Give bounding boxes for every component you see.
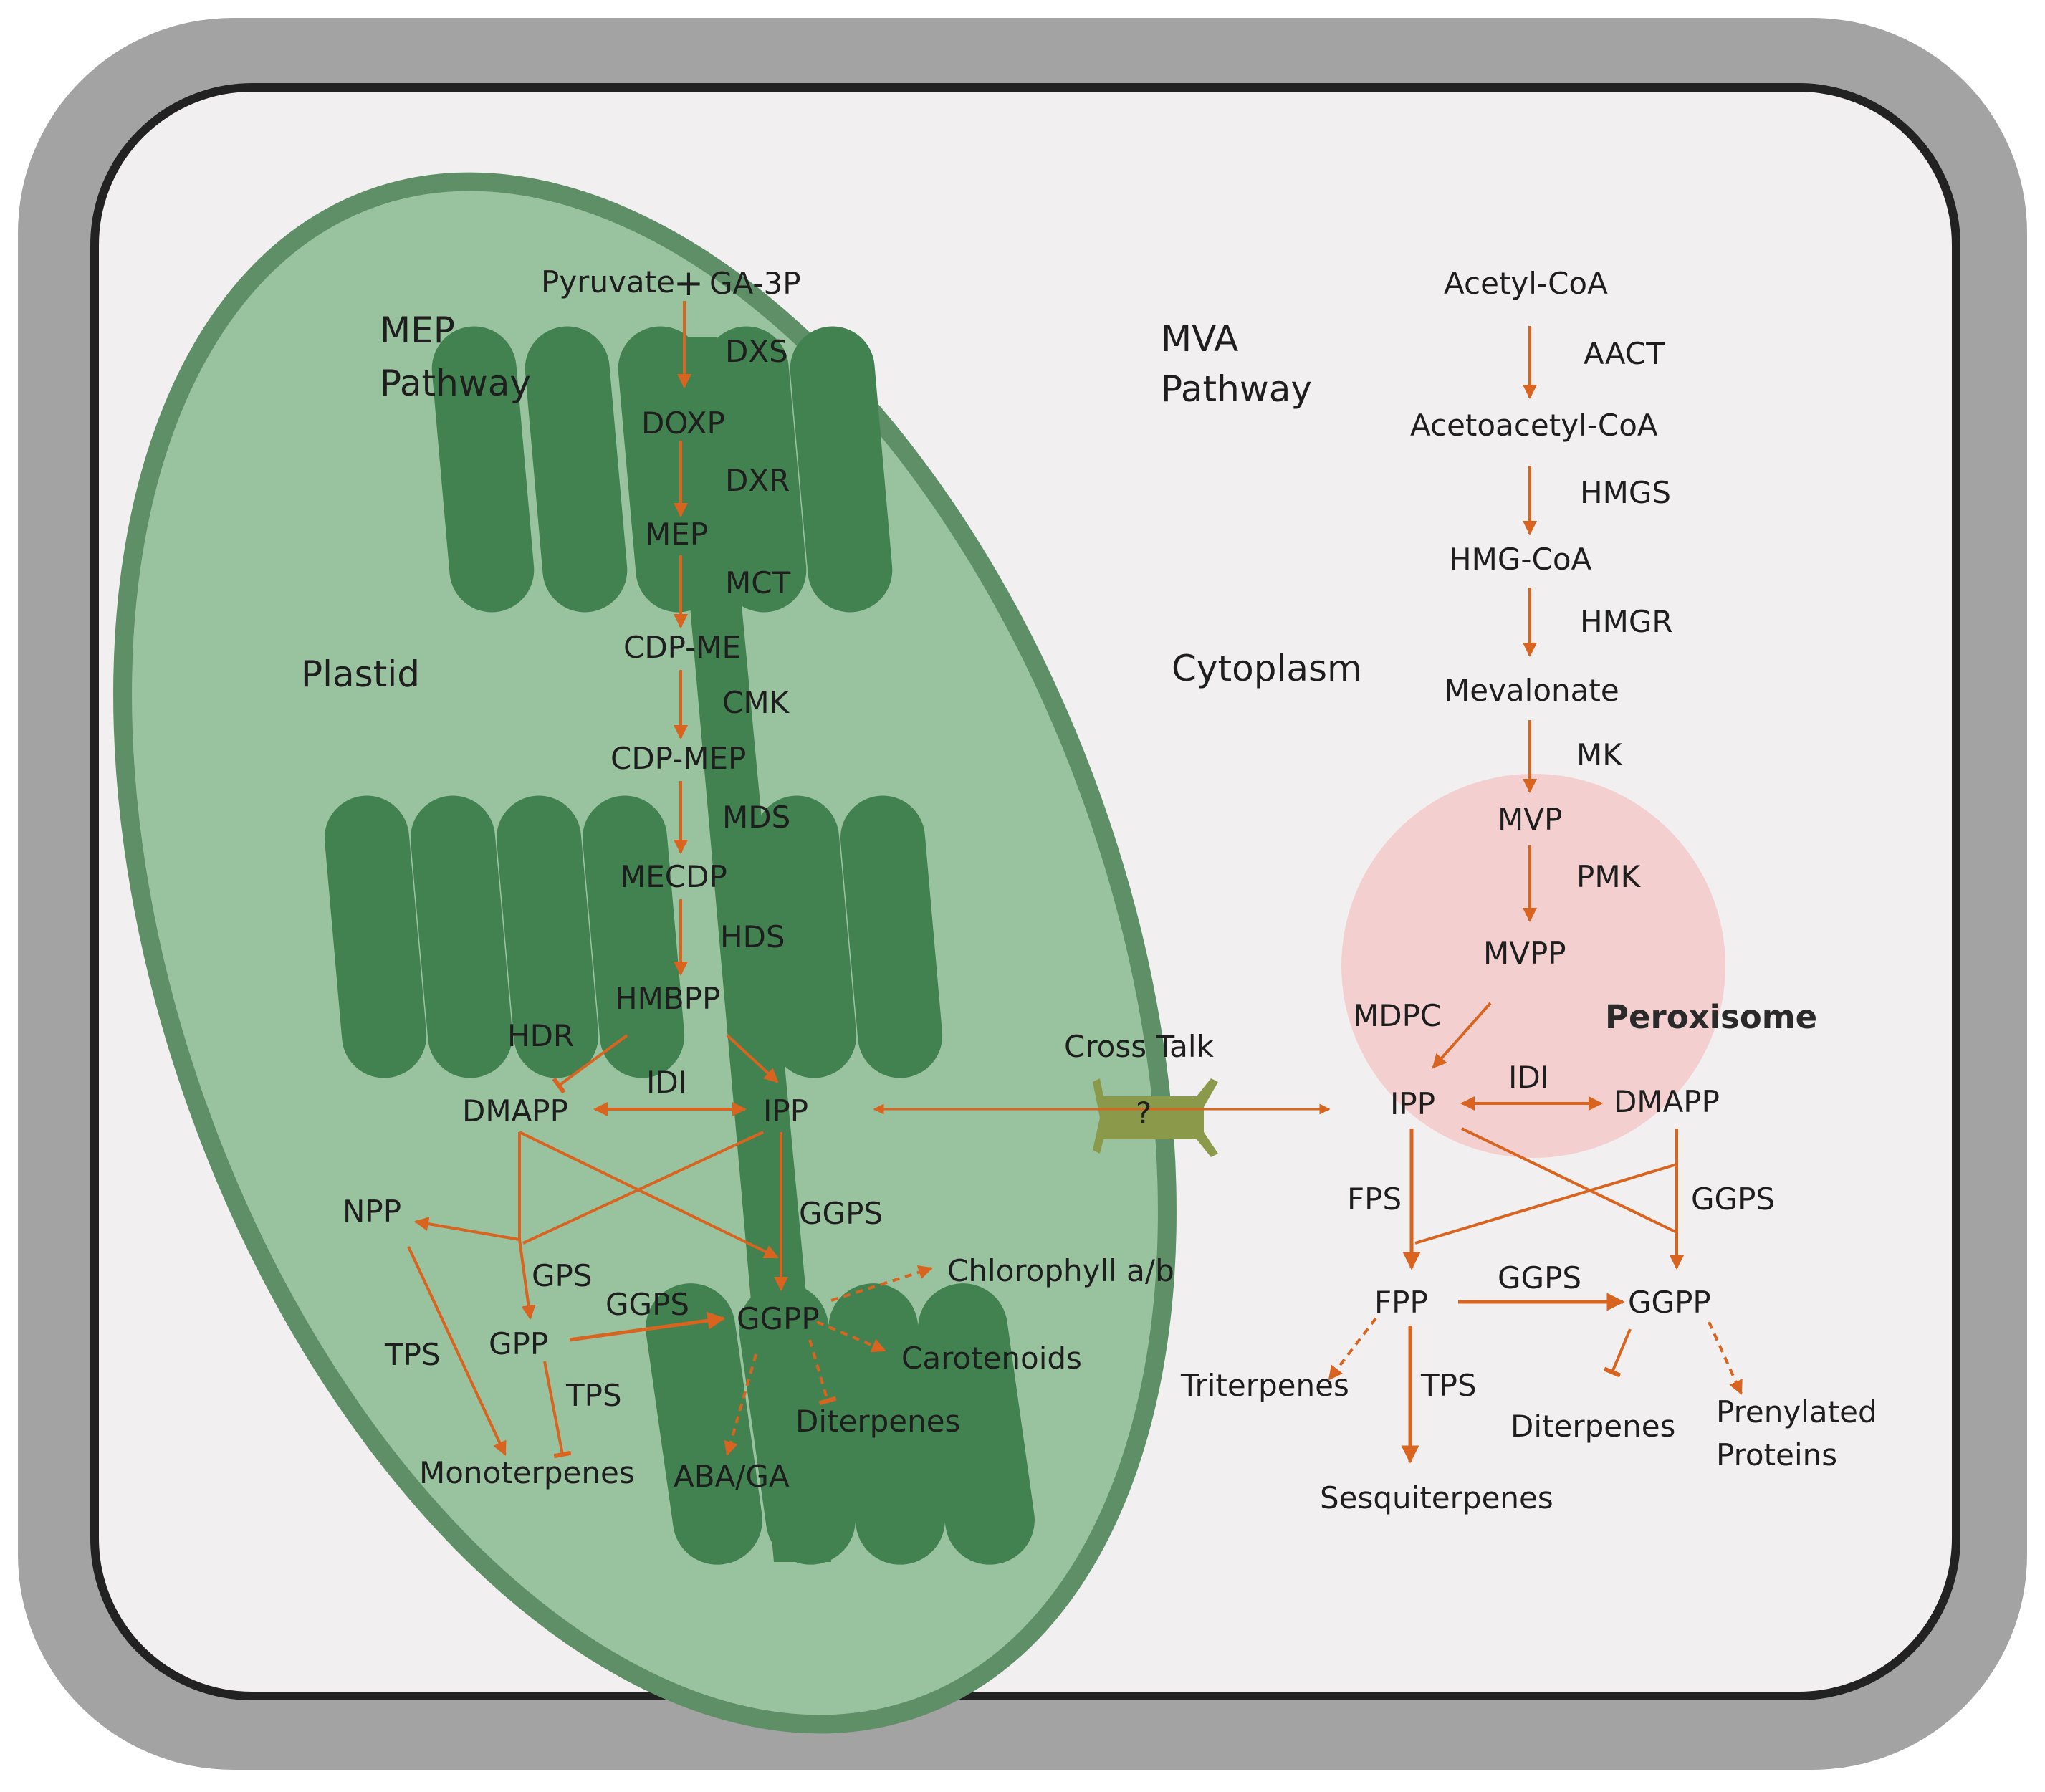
acetoacetyl-coa-label: Acetoacetyl-CoA	[1410, 408, 1658, 443]
npp-label: NPP	[343, 1194, 401, 1229]
diterpenes-plastid-label: Diterpenes	[795, 1404, 960, 1439]
chlorophyll-label: Chlorophyll a/b	[947, 1253, 1174, 1288]
hds-label: HDS	[720, 919, 785, 954]
ggps-cytoplasm-label-2: GGPS	[1498, 1260, 1581, 1295]
pyruvate-label: Pyruvate	[541, 264, 675, 300]
mvpp-label: MVPP	[1483, 936, 1566, 971]
pmk-label: PMK	[1576, 859, 1642, 894]
channel-symbol: ?	[1136, 1096, 1151, 1131]
acetyl-coa-label: Acetyl-CoA	[1444, 266, 1608, 301]
mk-label: MK	[1576, 737, 1623, 772]
mevalonate-label: Mevalonate	[1444, 673, 1619, 708]
gps-label: GPS	[532, 1258, 593, 1293]
hmbpp-label: HMBPP	[615, 981, 720, 1016]
mep-pathway-title-line2: Pathway	[380, 363, 531, 404]
aact-label: AACT	[1584, 336, 1665, 371]
fps-label: FPS	[1347, 1182, 1402, 1217]
hmg-coa-label: HMG-CoA	[1449, 542, 1592, 577]
cmk-label: CMK	[722, 685, 790, 720]
ggpp-cytoplasm-label: GGPP	[1628, 1285, 1711, 1320]
carotenoids-label: Carotenoids	[901, 1341, 1082, 1376]
mep-label: MEP	[645, 517, 708, 552]
mdpc-label: MDPC	[1353, 998, 1441, 1033]
thylakoid-stack-middle	[324, 795, 943, 1078]
stroma-lamella	[666, 337, 831, 1562]
cytoplasm-label: Cytoplasm	[1172, 648, 1362, 689]
ggps-plastid-label-2: GGPS	[605, 1287, 689, 1322]
ggps-plastid-label-1: GGPS	[799, 1196, 883, 1231]
fpp-label: FPP	[1374, 1285, 1428, 1320]
ggps-cytoplasm-label-1: GGPS	[1691, 1182, 1775, 1217]
doxp-label: DOXP	[641, 406, 725, 441]
prenylated-label-line1: Prenylated	[1716, 1394, 1877, 1429]
triterpenes-label: Triterpenes	[1180, 1368, 1349, 1403]
dxs-label: DXS	[725, 334, 788, 369]
hmgs-label: HMGS	[1580, 475, 1671, 510]
mct-label: MCT	[725, 565, 791, 600]
tps-label-1: TPS	[384, 1337, 441, 1372]
prenylated-label-line2: Proteins	[1716, 1437, 1837, 1472]
mds-label: MDS	[722, 800, 790, 835]
cross-talk-channel	[1093, 1078, 1218, 1157]
mva-pathway-title-line2: Pathway	[1161, 368, 1312, 410]
mvp-label: MVP	[1498, 802, 1562, 837]
ipp-cytoplasm-label: IPP	[1390, 1086, 1435, 1121]
cdp-mep-label: CDP-MEP	[610, 741, 746, 776]
mep-pathway-title-line1: MEP	[380, 310, 455, 351]
diterpenes-cytoplasm-label: Diterpenes	[1510, 1409, 1675, 1444]
hdr-label: HDR	[507, 1018, 574, 1053]
dxr-label: DXR	[725, 463, 790, 498]
tps-cytoplasm-label: TPS	[1420, 1368, 1477, 1403]
ga3p-label: GA-3P	[709, 266, 801, 301]
dmapp-plastid-label: DMAPP	[462, 1093, 568, 1129]
mecdp-label: MECDP	[620, 859, 727, 894]
ggpp-plastid-label: GGPP	[737, 1301, 820, 1336]
arrows	[407, 301, 1743, 1464]
cdp-me-label: CDP-ME	[623, 630, 741, 665]
monoterpenes-label: Monoterpenes	[419, 1455, 635, 1490]
hmgr-label: HMGR	[1580, 604, 1673, 639]
gpp-label: GPP	[489, 1326, 548, 1361]
aba-ga-label: ABA/GA	[674, 1459, 790, 1494]
tps-label-2: TPS	[565, 1378, 622, 1413]
idi-cytoplasm-label: IDI	[1508, 1060, 1549, 1095]
dmapp-cytoplasm-label: DMAPP	[1614, 1084, 1720, 1119]
peroxisome-label: Peroxisome	[1605, 998, 1817, 1036]
idi-plastid-label: IDI	[646, 1065, 687, 1100]
cross-talk-label: Cross Talk	[1064, 1029, 1215, 1064]
ipp-plastid-label: IPP	[763, 1093, 808, 1129]
plus-label: +	[674, 262, 704, 304]
sesquiterpenes-label: Sesquiterpenes	[1320, 1480, 1553, 1515]
plastid-label: Plastid	[301, 653, 420, 695]
mva-pathway-title-line1: MVA	[1161, 318, 1238, 360]
